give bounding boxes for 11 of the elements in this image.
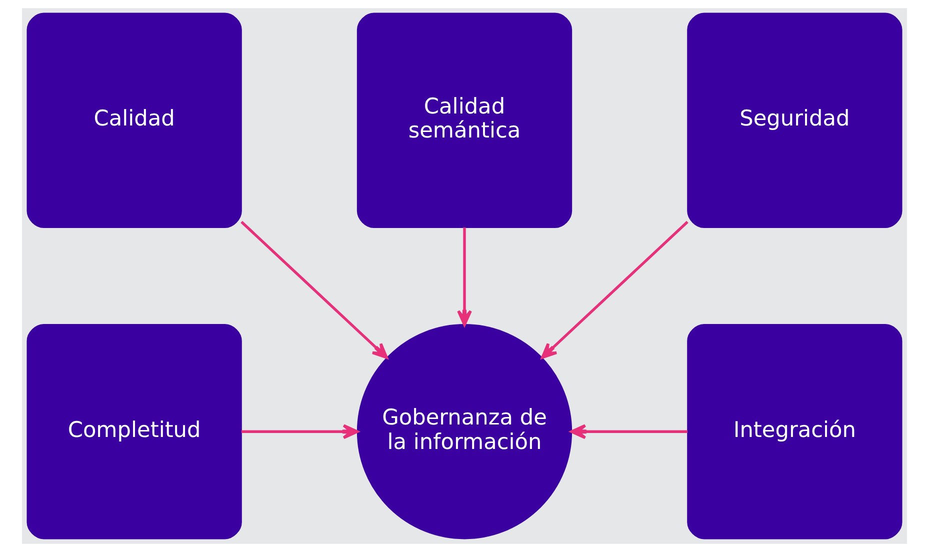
arrow bbox=[240, 220, 388, 359]
node-box: Integración bbox=[687, 324, 902, 540]
node-box: Completitud bbox=[26, 324, 242, 540]
node-box: Calidad semántica bbox=[356, 12, 572, 228]
arrow bbox=[570, 424, 688, 440]
arrow bbox=[541, 220, 688, 359]
node-circle: Gobernanza de la información bbox=[356, 324, 572, 540]
arrow bbox=[241, 424, 359, 440]
node-box: Seguridad bbox=[687, 12, 902, 228]
node-box: Calidad bbox=[26, 12, 242, 228]
arrow bbox=[457, 227, 472, 326]
